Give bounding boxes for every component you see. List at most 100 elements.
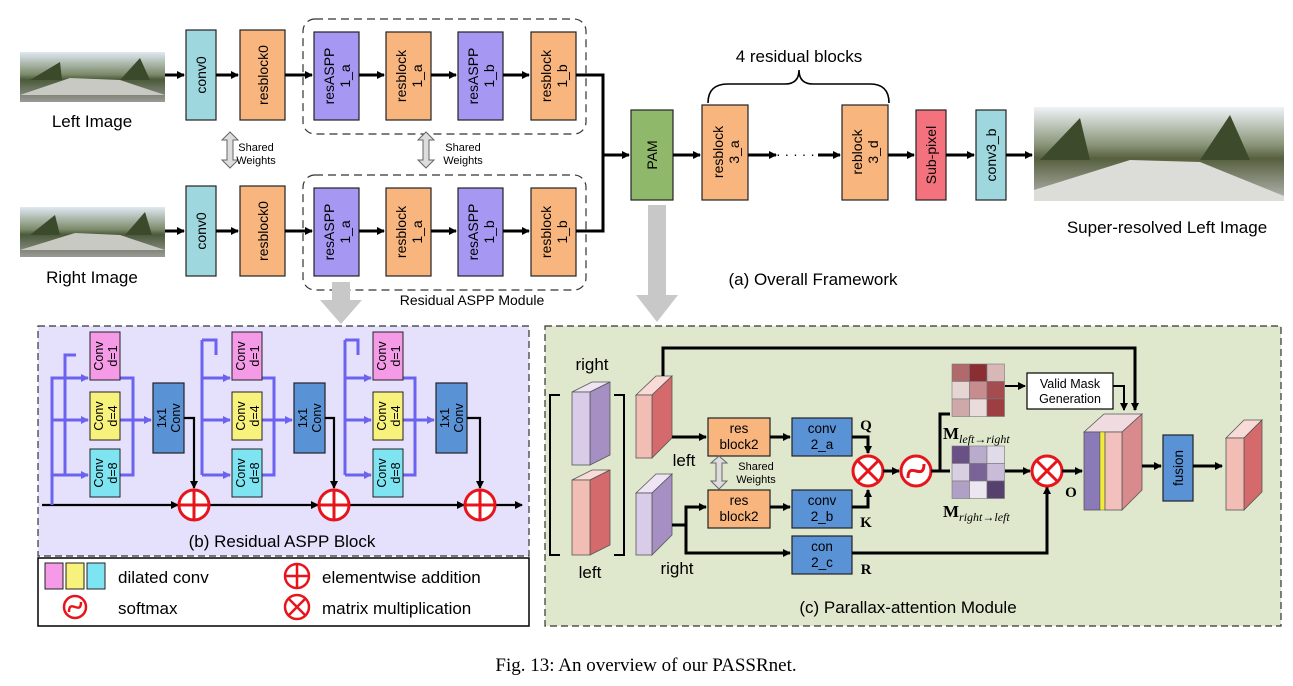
legend-elementwise-addition: elementwise addition — [322, 568, 481, 587]
conv3b-label: conv3_b — [983, 128, 999, 181]
con2c-l1: con — [811, 539, 833, 554]
matmul-op-icon-1 — [851, 454, 885, 488]
resblock-3a — [701, 104, 749, 201]
attention-map-left-right — [951, 363, 1005, 417]
resaspp-1a-top-l2: 1_a — [337, 64, 353, 88]
attention-cell — [951, 445, 970, 464]
resblock-1b-bottom-l2: 1_b — [554, 220, 570, 244]
res-block2-bottom-l2: block2 — [719, 509, 758, 524]
conv1x1-g1-l1: 1x1 — [155, 408, 169, 428]
conv2a-l1: conv — [808, 421, 837, 436]
conv0-bottom-label: conv0 — [193, 212, 209, 250]
conv-d8-g2-l2: d=8 — [248, 462, 262, 483]
reblock-3d-l2: 3_d — [865, 140, 881, 163]
conv1x1-g2 — [293, 382, 326, 454]
attention-cell — [951, 381, 970, 400]
conv1x1-g2-l2: Conv — [310, 403, 324, 433]
svg-text:Convd=8: Convd=8 — [234, 458, 262, 488]
conv-d8-g3-l2: d=8 — [389, 462, 403, 483]
o-label: O — [1065, 485, 1077, 501]
caption-c: (c) Parallax-attention Module — [799, 598, 1016, 617]
legend-softmax: softmax — [118, 599, 178, 618]
conv0-bottom — [185, 185, 217, 277]
legend: dilated conv softmax elementwise additio… — [37, 557, 530, 627]
resaspp-1b-bottom — [457, 187, 504, 277]
res-block2-top — [707, 417, 771, 457]
legend-swatch-cyan — [86, 562, 106, 590]
attention-cell — [969, 398, 988, 417]
conv2b-l2: 2_b — [811, 509, 834, 524]
conv-d1-g3 — [372, 331, 404, 381]
right-image — [20, 207, 165, 257]
attention-cell — [986, 480, 1005, 499]
conv-d4-g1 — [89, 391, 121, 441]
softmax-op-icon — [899, 454, 933, 488]
pam-right-mid-label: right — [660, 559, 693, 578]
resaspp-1a-bottom-l2: 1_a — [337, 220, 353, 244]
svg-text:resblock1_a: resblock1_a — [393, 205, 425, 258]
conv-d4-g3 — [372, 391, 404, 441]
four-blocks-label: 4 residual blocks — [736, 47, 863, 66]
svg-text:resblock1_a: resblock1_a — [393, 49, 425, 102]
svg-text:Mleft→right: Mleft→right — [943, 424, 1010, 446]
attention-cell — [969, 463, 988, 482]
figure-caption: Fig. 13: An overview of our PASSRnet. — [495, 655, 796, 676]
resaspp-1a-top-l1: resASPP — [321, 48, 337, 105]
conv-d1-g1-l2: d=1 — [106, 345, 120, 366]
svg-text:1x1Conv: 1x1Conv — [155, 403, 183, 433]
resblock-1a-top-l2: 1_a — [409, 64, 425, 88]
svg-text:resblock3_a: resblock3_a — [710, 125, 742, 178]
svg-text:Convd=4: Convd=4 — [234, 401, 262, 431]
subpixel-label: Sub-pixel — [923, 126, 939, 184]
legend-swatch-pink — [44, 562, 64, 590]
svg-text:1x1Conv: 1x1Conv — [438, 403, 466, 433]
resblock0-top — [239, 29, 286, 121]
add-op-icon-1 — [177, 488, 211, 522]
legend-swatch-yellow — [65, 562, 85, 590]
conv1x1-g3 — [435, 382, 468, 454]
conv-d8-g2-l1: Conv — [234, 458, 248, 488]
conv-d4-g1-l2: d=4 — [106, 405, 120, 426]
pam-block — [630, 109, 674, 201]
resaspp-1b-bottom-l2: 1_b — [481, 220, 497, 244]
resaspp-1a-bottom — [313, 187, 360, 277]
right-image-label: Right Image — [46, 268, 138, 287]
attention-cell — [986, 381, 1005, 400]
res-block2-top-l1: res — [730, 421, 749, 436]
conv-d8-g1-l2: d=8 — [106, 462, 120, 483]
m-rl-sub: right→left — [959, 510, 1010, 524]
resaspp-1a-bottom-l1: resASPP — [321, 204, 337, 261]
conv-d8-g1 — [89, 448, 121, 498]
resblock-3a-l2: 3_a — [726, 140, 742, 164]
r-label: R — [861, 562, 872, 578]
svg-text:Convd=1: Convd=1 — [375, 341, 403, 371]
conv-d1-g2 — [231, 331, 263, 381]
shared-label-a2-l2: Weights — [443, 155, 483, 167]
attention-cell — [951, 480, 970, 499]
svg-text:Convd=8: Convd=8 — [375, 458, 403, 488]
conv2b-block — [791, 489, 853, 529]
attention-cell — [969, 381, 988, 400]
conv-d1-g2-l2: d=1 — [248, 345, 262, 366]
resaspp-1b-bottom-l1: resASPP — [465, 204, 481, 261]
left-image-label: Left Image — [52, 112, 132, 131]
shared-label-c-l2: Weights — [736, 474, 776, 486]
resblock-1b-top-l1: resblock — [538, 49, 554, 102]
matrix-multiplication-icon — [283, 593, 311, 621]
residual-aspp-block: Convd=1 Convd=4 Convd=8 1x1Conv Convd=1 … — [37, 325, 530, 557]
pam-left-bottom-label: left — [579, 563, 602, 582]
resblock-1b-top-l2: 1_b — [554, 64, 570, 88]
conv0-top-label: conv0 — [193, 56, 209, 94]
conv-d4-g1-l1: Conv — [92, 401, 106, 431]
conv-d1-g3-l2: d=1 — [389, 345, 403, 366]
resblock0-bottom — [239, 185, 286, 277]
feature-cube-right — [571, 381, 611, 466]
conv1x1-g3-l2: Conv — [452, 403, 466, 433]
conv1x1-g1-l2: Conv — [169, 403, 183, 433]
elementwise-addition-icon — [283, 562, 311, 590]
attention-cell — [951, 398, 970, 417]
